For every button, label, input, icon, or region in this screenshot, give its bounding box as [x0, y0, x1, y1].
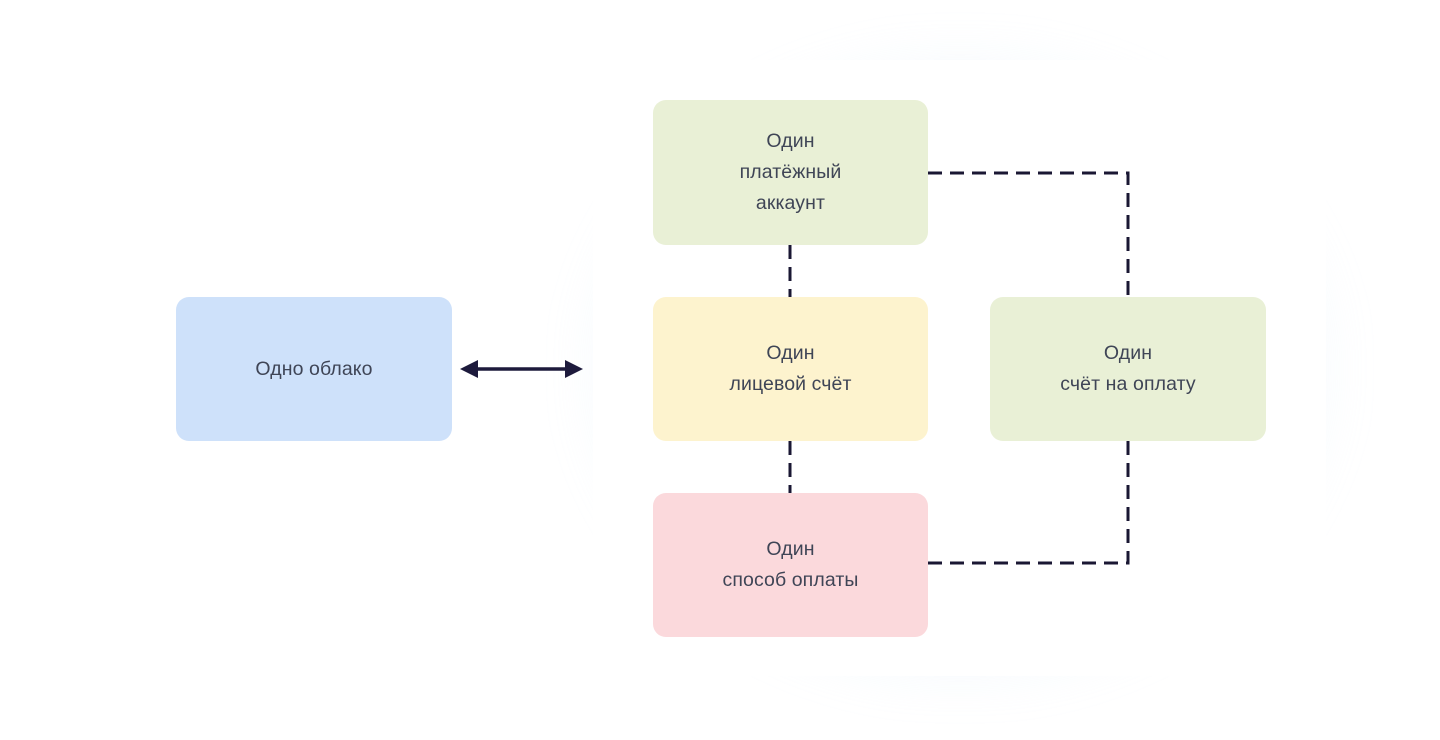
node-personal-account[interactable]: Один лицевой счёт [653, 297, 928, 441]
node-invoice[interactable]: Один счёт на оплату [990, 297, 1266, 441]
node-payment-method[interactable]: Один способ оплаты [653, 493, 928, 637]
node-cloud[interactable]: Одно облако [176, 297, 452, 441]
node-payment-account[interactable]: Один платёжный аккаунт [653, 100, 928, 245]
